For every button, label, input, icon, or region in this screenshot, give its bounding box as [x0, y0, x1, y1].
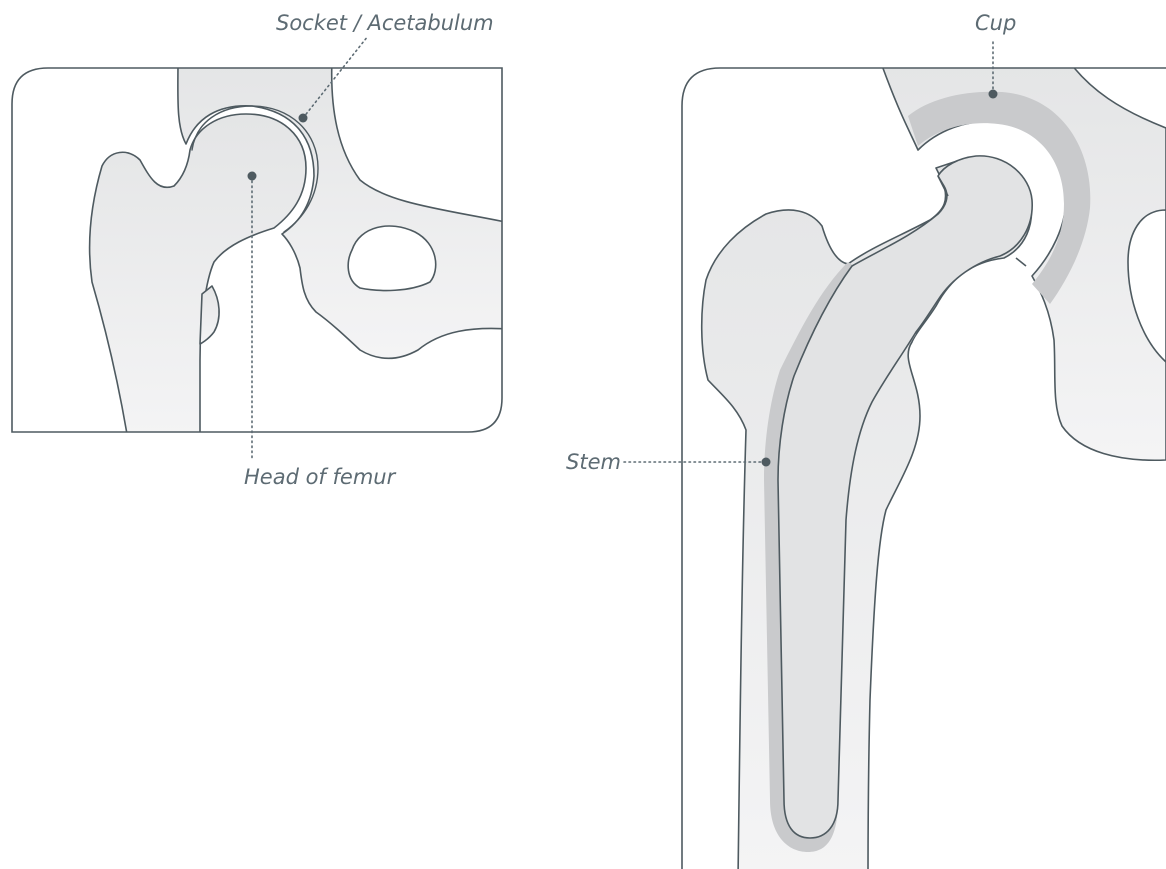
- cup-label: Cup: [975, 11, 1016, 35]
- cup-dot: [989, 90, 998, 99]
- natural-hip-panel: Socket / Acetabulum Head of femur: [12, 11, 520, 489]
- femur-bone: [90, 114, 306, 440]
- stem-label: Stem: [566, 450, 621, 474]
- socket-dot: [299, 114, 308, 123]
- socket-label: Socket / Acetabulum: [276, 11, 494, 35]
- stem-dot: [762, 458, 771, 467]
- head-of-femur-dot: [248, 172, 257, 181]
- hip-replacement-panel: Cup Stem: [566, 11, 1166, 869]
- head-of-femur-label: Head of femur: [244, 465, 397, 489]
- lesser-trochanter: [200, 286, 219, 344]
